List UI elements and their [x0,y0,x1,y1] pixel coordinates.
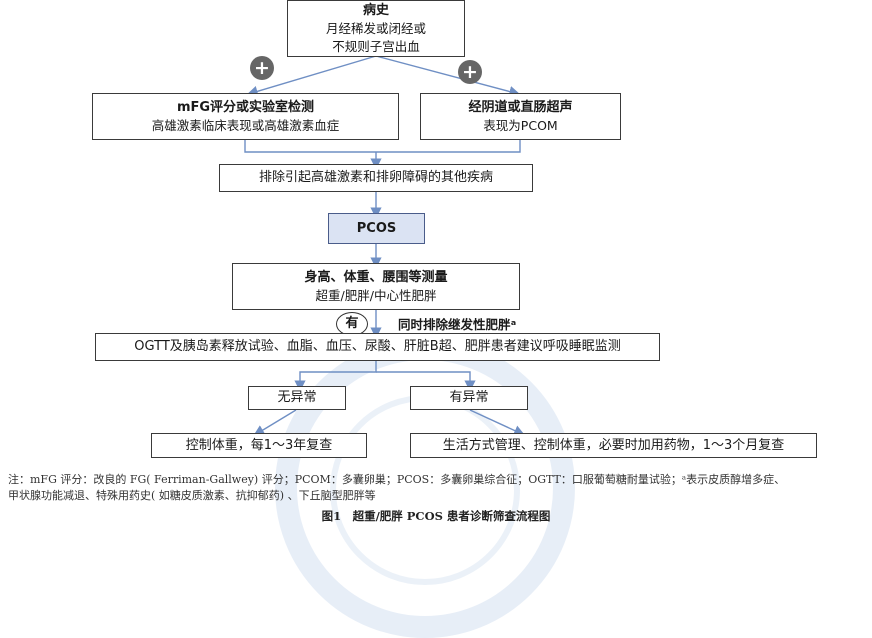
ultrasound-title: 经阴道或直肠超声 [468,99,573,115]
footnote-line2: 甲状腺功能减退、特殊用药史( 如糖皮质激素、抗抑郁药) 、下丘脑型肥胖等 [8,489,376,502]
history-title: 病史 [362,2,389,18]
normal-action-text: 控制体重，每1～3年复查 [185,437,333,453]
pcos-box: PCOS [328,213,425,244]
mfg-box: mFG评分或实验室检测 高雄激素临床表现或高雄激素血症 [92,93,399,140]
figure-caption: 图1 超重/肥胖 PCOS 患者诊断筛查流程图 [321,509,551,523]
ultrasound-subtitle: 表现为PCOM [483,117,558,133]
pcos-text: PCOS [356,220,397,236]
tests-box: OGTT及胰岛素释放试验、血脂、血压、尿酸、肝脏B超、肥胖患者建议呼吸睡眠监测 [95,333,660,361]
mfg-subtitle: 高雄激素临床表现或高雄激素血症 [151,117,340,133]
abnormal-action-box: 生活方式管理、控制体重，必要时加用药物，1～3个月复查 [410,433,817,458]
history-line1: 月经稀发或闭经或 [325,20,426,36]
footnote-line1: 注：mFG 评分：改良的 FG( Ferriman-Gallwey) 评分；PC… [8,473,786,486]
normal-action-box: 控制体重，每1～3年复查 [151,433,367,458]
measure-subtitle: 超重/肥胖/中心性肥胖 [315,287,437,303]
plus-icon-left: + [250,56,274,80]
normal-box: 无异常 [248,386,346,410]
abnormal-box: 有异常 [410,386,528,410]
history-box: 病史 月经稀发或闭经或 不规则子宫出血 [287,0,465,57]
measure-title: 身高、体重、腰围等测量 [304,269,448,285]
history-line2: 不规则子宫出血 [332,38,420,54]
ultrasound-box: 经阴道或直肠超声 表现为PCOM [420,93,621,140]
secondary-obesity-note: 同时排除继发性肥胖ᵃ [398,317,517,332]
abnormal-action-text: 生活方式管理、控制体重，必要时加用药物，1～3个月复查 [442,437,785,453]
normal-text: 无异常 [277,390,317,405]
exclude-box: 排除引起高雄激素和排卵障碍的其他疾病 [219,164,533,192]
mfg-title: mFG评分或实验室检测 [176,99,315,115]
flow-connectors [244,55,526,436]
abnormal-text: 有异常 [449,390,489,405]
plus-icon-right: + [458,60,482,84]
exclude-text: 排除引起高雄激素和排卵障碍的其他疾病 [258,170,493,185]
tests-text: OGTT及胰岛素释放试验、血脂、血压、尿酸、肝脏B超、肥胖患者建议呼吸睡眠监测 [134,339,621,354]
measure-box: 身高、体重、腰围等测量 超重/肥胖/中心性肥胖 [232,263,520,310]
